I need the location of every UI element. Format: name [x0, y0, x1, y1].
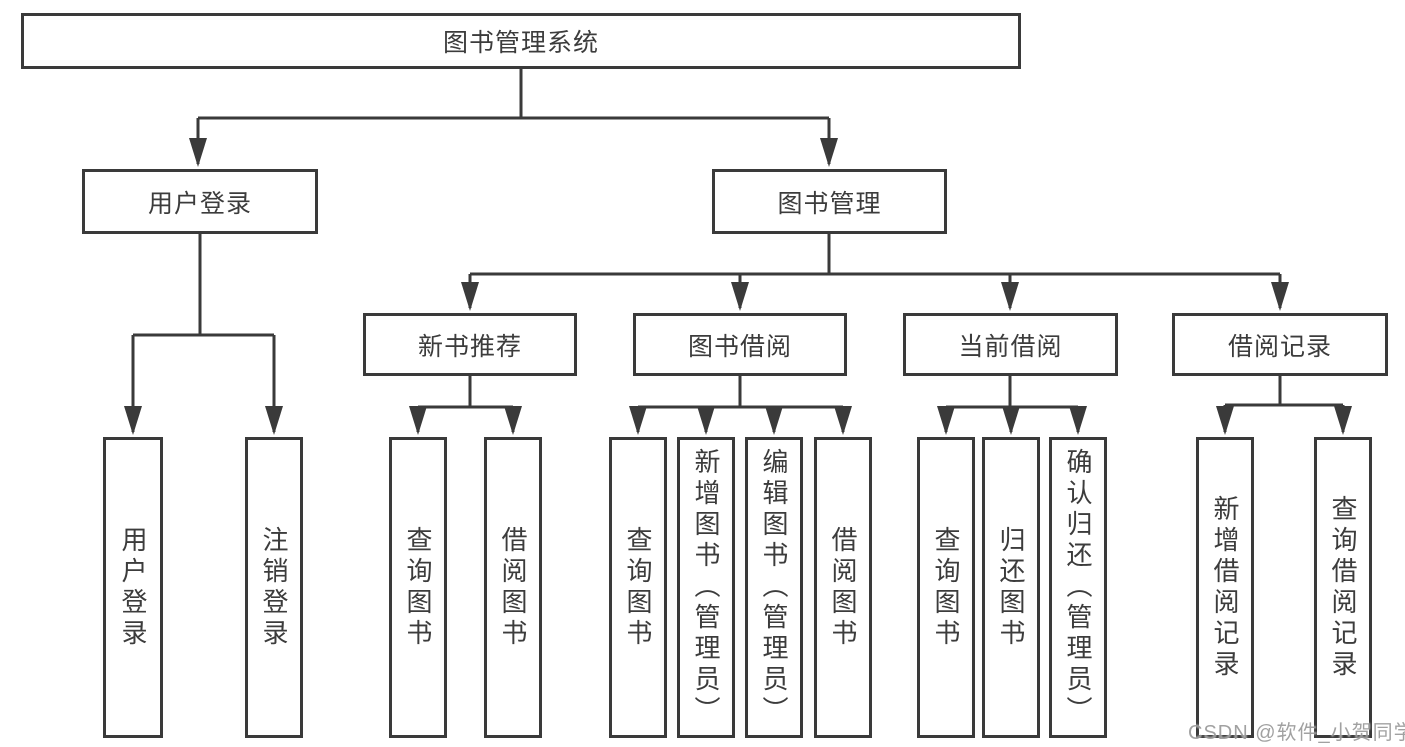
node-label: 借阅记录: [1227, 332, 1332, 361]
leaf-label: 确认归还（管理员）: [1063, 448, 1093, 727]
leaf-logout: 注销登录: [245, 437, 303, 738]
leaf-add-borrow-record: 新增借阅记录: [1196, 437, 1254, 738]
node-borrowing-records: 借阅记录: [1172, 313, 1388, 376]
leaf-label: 归还图书: [996, 525, 1026, 650]
leaf-user-login: 用户登录: [103, 437, 163, 738]
node-label: 图书管理: [777, 189, 882, 218]
leaf-label: 查询借阅记录: [1328, 494, 1358, 681]
leaf-label: 用户登录: [118, 525, 148, 650]
leaf-label: 借阅图书: [498, 525, 528, 650]
leaf-label: 查询图书: [403, 525, 433, 650]
leaf-return-books: 归还图书: [982, 437, 1040, 738]
leaf-edit-book-admin: 编辑图书（管理员）: [745, 437, 803, 738]
leaf-confirm-return-admin: 确认归还（管理员）: [1049, 437, 1107, 738]
leaf-label: 新增借阅记录: [1210, 494, 1240, 681]
leaf-borrow-books: 借阅图书: [814, 437, 872, 738]
leaf-query-books-borrow: 查询图书: [609, 437, 667, 738]
node-label: 图书借阅: [687, 332, 792, 361]
node-user-login: 用户登录: [82, 169, 318, 234]
leaf-add-book-admin: 新增图书（管理员）: [677, 437, 735, 738]
node-book-management: 图书管理: [712, 169, 947, 234]
node-label: 用户登录: [147, 189, 252, 218]
leaf-label: 编辑图书（管理员）: [759, 448, 789, 727]
csdn-watermark: CSDN @软件_小贺同学: [1188, 722, 1405, 744]
leaf-label: 查询图书: [931, 525, 961, 650]
node-library-management-system: 图书管理系统: [21, 13, 1021, 69]
leaf-label: 查询图书: [623, 525, 653, 650]
leaf-query-borrow-record: 查询借阅记录: [1314, 437, 1372, 738]
leaf-label: 注销登录: [259, 525, 289, 650]
node-label: 图书管理系统: [442, 29, 599, 57]
node-book-borrowing: 图书借阅: [633, 313, 847, 376]
leaf-borrow-books-recommend: 借阅图书: [484, 437, 542, 738]
node-current-borrowing: 当前借阅: [903, 313, 1118, 376]
node-label: 当前借阅: [958, 332, 1063, 361]
leaf-query-books-current: 查询图书: [917, 437, 975, 738]
node-label: 新书推荐: [417, 332, 522, 361]
leaf-query-books-recommend: 查询图书: [389, 437, 447, 738]
leaf-label: 新增图书（管理员）: [691, 448, 721, 727]
node-new-book-recommendation: 新书推荐: [363, 313, 577, 376]
leaf-label: 借阅图书: [828, 525, 858, 650]
